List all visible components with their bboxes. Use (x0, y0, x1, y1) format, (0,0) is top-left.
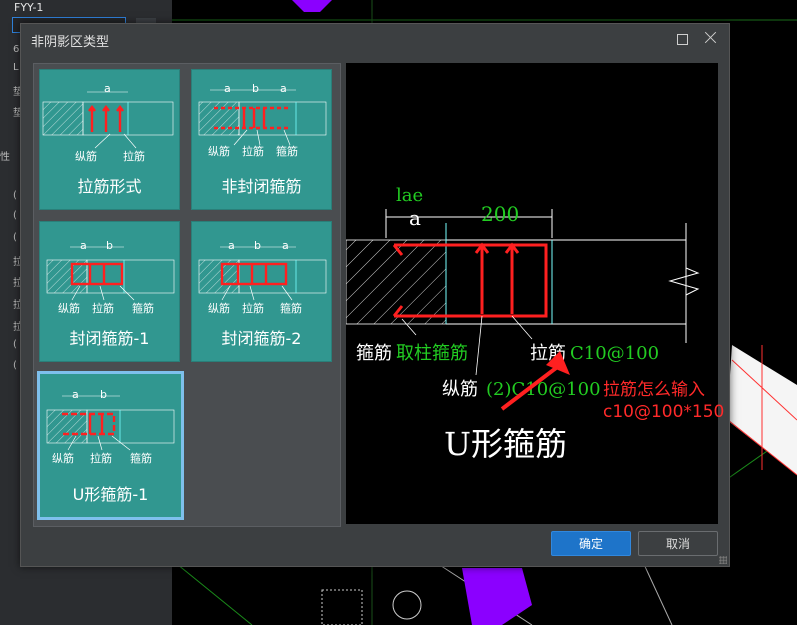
tile-dim-a: a (72, 388, 79, 401)
closed-hoop-1-diagram: a b 纵筋 拉筋 箍筋 (46, 239, 175, 315)
tile-sub-tie: 拉筋 (242, 301, 264, 315)
type-tile-closed-hoop-1[interactable]: a b 纵筋 拉筋 箍筋 封闭箍筋-1 (39, 221, 180, 362)
dialog-titlebar[interactable]: 非阴影区类型 (21, 24, 729, 54)
row-glyph: 拉 (13, 322, 23, 333)
preview-dim-200: 200 (481, 202, 519, 226)
dialog-title: 非阴影区类型 (31, 35, 110, 50)
tile-sub-hoop: 箍筋 (132, 301, 154, 315)
row-glyph: 拉 (13, 257, 23, 268)
row-glyph: ( (13, 210, 17, 221)
row-glyph: 拉 (13, 278, 23, 289)
dialog-window: 非阴影区类型 a (20, 23, 730, 567)
preview-rebar (392, 242, 548, 318)
tie-diagram: a 纵筋 拉筋 (42, 82, 174, 163)
tile-label: 封闭箍筋-1 (69, 329, 150, 348)
row-glyph: ( (13, 190, 17, 201)
resize-grip-icon[interactable] (719, 556, 727, 564)
preview-tie-value: C10@100 (570, 343, 659, 364)
tile-sub-longitudinal: 纵筋 (208, 144, 230, 158)
tile-dim-b: b (106, 239, 113, 252)
tile-dim-b: b (252, 82, 259, 95)
row-glyph: ( (13, 232, 17, 243)
tile-sub-longitudinal: 纵筋 (52, 451, 74, 465)
tile-dim-b: b (254, 239, 261, 252)
preview-long-label: 纵筋 (442, 379, 478, 400)
row-glyph: ( (13, 339, 17, 350)
preview-dim-a: a (409, 206, 421, 230)
tile-label: U形箍筋-1 (72, 485, 149, 504)
preview-hatched-column (346, 239, 447, 325)
tile-sub-tie: 拉筋 (242, 144, 264, 158)
tile-sub-longitudinal: 纵筋 (208, 301, 230, 315)
left-panel-title: FYY-1 (14, 1, 44, 14)
annotation-line-2: c10@100*150 (603, 402, 725, 422)
tile-dim-a: a (80, 239, 87, 252)
type-grid: a 纵筋 拉筋 拉筋形式 a b a (33, 63, 341, 527)
row-glyph: 性 (0, 152, 10, 163)
close-icon[interactable] (702, 30, 718, 46)
row-glyph: 拉 (13, 300, 23, 311)
tile-dim-a: a (104, 82, 111, 95)
closed-hoop-2-diagram: a b a 纵筋 拉筋 箍筋 (198, 239, 327, 315)
preview-long-value: (2)C10@100 (486, 379, 601, 400)
type-tile-tie[interactable]: a 纵筋 拉筋 拉筋形式 (39, 69, 180, 210)
tile-dim-a: a (282, 239, 289, 252)
tile-dim-a: a (228, 239, 235, 252)
tile-label: 非封闭箍筋 (221, 177, 302, 196)
tile-sub-tie: 拉筋 (92, 301, 114, 315)
tile-dim-a: a (224, 82, 231, 95)
row-glyph: 6 (13, 44, 20, 55)
type-tile-open-hoop[interactable]: a b a 纵筋 拉筋 箍筋 非封闭箍筋 (191, 69, 332, 210)
tile-dim-a: a (280, 82, 287, 95)
tile-sub-tie: 拉筋 (123, 149, 145, 163)
type-tile-u-hoop-1[interactable]: a b 纵筋 拉筋 箍筋 U形箍筋-1 (37, 371, 184, 520)
row-glyph: 垫 (13, 87, 23, 98)
tile-sub-hoop: 箍筋 (280, 301, 302, 315)
tile-dim-b: b (100, 388, 107, 401)
type-tile-closed-hoop-2[interactable]: a b a 纵筋 拉筋 箍筋 封闭箍筋-2 (191, 221, 332, 362)
open-hoop-diagram: a b a 纵筋 拉筋 箍筋 (198, 82, 327, 158)
ok-button[interactable]: 确定 (551, 531, 631, 556)
preview-hoop-value: 取柱箍筋 (396, 343, 468, 364)
u-hoop-1-diagram: a b 纵筋 拉筋 箍筋 (46, 388, 175, 465)
row-glyph: L (13, 62, 19, 73)
arrow-icon (500, 366, 558, 411)
preview-lae: lae (396, 185, 423, 206)
row-glyph: 垫 (13, 108, 23, 119)
preview-panel: lae a 200 箍筋 取柱箍筋 拉筋 C10@100 纵筋 (2)C10@1… (346, 63, 718, 524)
annotation-line-1: 拉筋怎么输入 (603, 380, 705, 400)
row-glyph: ( (13, 360, 17, 371)
cancel-button[interactable]: 取消 (638, 531, 718, 556)
tile-sub-hoop: 箍筋 (276, 144, 298, 158)
maximize-icon[interactable] (677, 34, 688, 45)
tile-sub-hoop: 箍筋 (130, 451, 152, 465)
preview-title: U形箍筋 (444, 425, 567, 463)
tile-label: 封闭箍筋-2 (221, 329, 302, 348)
tile-sub-longitudinal: 纵筋 (58, 301, 80, 315)
tile-sub-tie: 拉筋 (90, 451, 112, 465)
tile-sub-longitudinal: 纵筋 (75, 149, 97, 163)
preview-hoop-label: 箍筋 (356, 343, 392, 364)
tile-label: 拉筋形式 (77, 177, 142, 196)
